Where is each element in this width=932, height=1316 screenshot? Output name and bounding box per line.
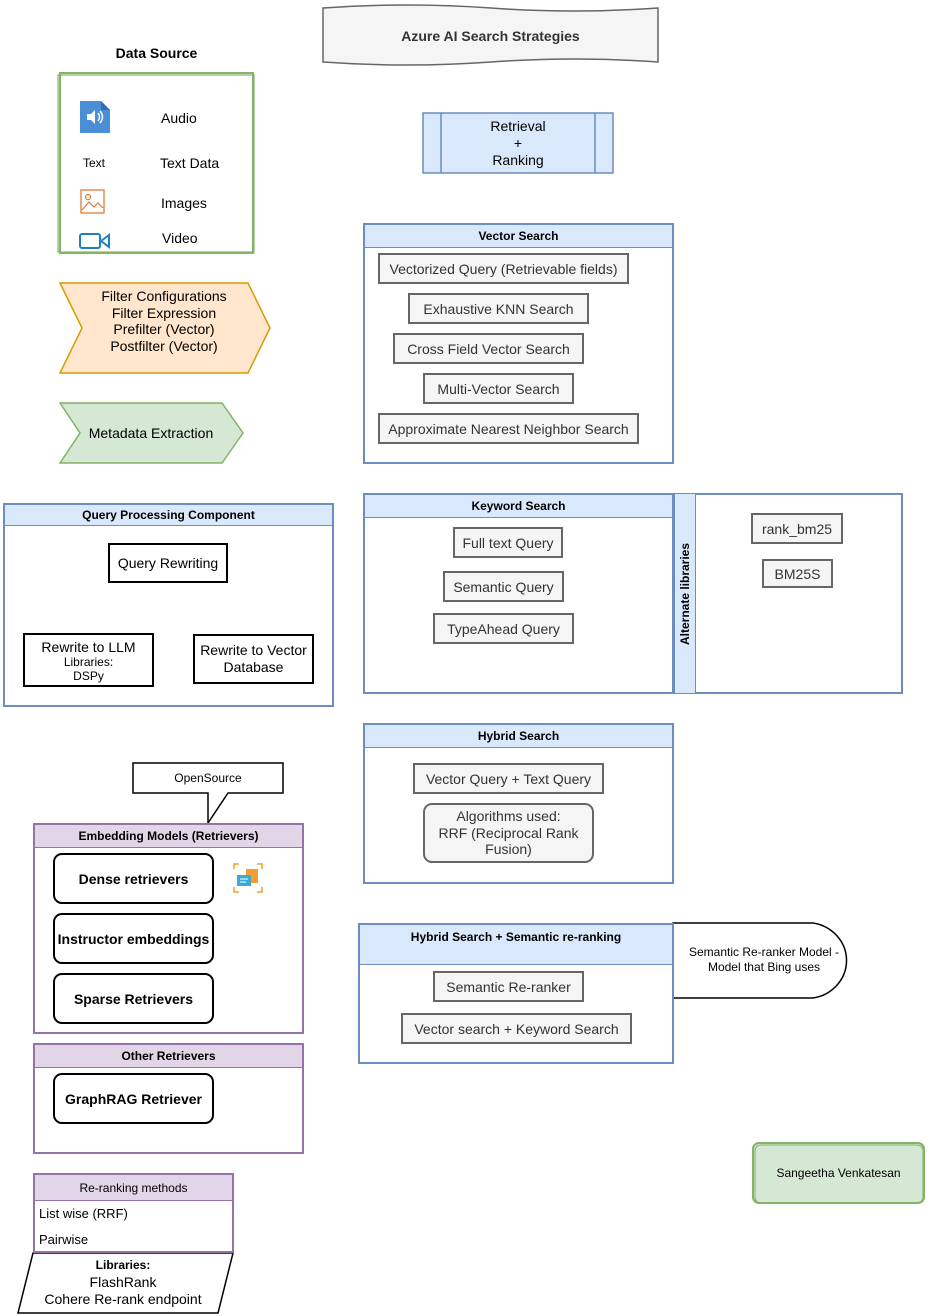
reranker-note: Semantic Re-ranker Model - Model that Bi… bbox=[679, 945, 849, 975]
reranker-note-line: Semantic Re-ranker Model - bbox=[688, 945, 840, 959]
semantic-reranker-box: Semantic Re-ranker bbox=[433, 971, 584, 1002]
hybrid-search-title: Hybrid Search bbox=[365, 725, 672, 748]
retrieval-line: + bbox=[513, 135, 523, 151]
graphrag-retriever-box: GraphRAG Retriever bbox=[53, 1073, 214, 1124]
title-banner-shape bbox=[322, 4, 659, 66]
opensource-callout: OpenSource bbox=[174, 771, 242, 785]
rewrite-vector-line: Database bbox=[223, 659, 284, 675]
image-icon bbox=[80, 189, 105, 214]
libraries-shape bbox=[17, 1252, 234, 1314]
retrieval-ranking: Retrieval + Ranking bbox=[441, 118, 595, 169]
instructor-embeddings-box: Instructor embeddings bbox=[53, 913, 214, 964]
vector-item: Vectorized Query (Retrievable fields) bbox=[378, 253, 629, 284]
data-source-label-images: Images bbox=[161, 195, 207, 211]
reranking-methods-title: Re-ranking methods bbox=[35, 1175, 232, 1201]
vector-keyword-box: Vector search + Keyword Search bbox=[401, 1013, 632, 1044]
retrieval-line: Retrieval bbox=[490, 118, 546, 134]
reranking-method-item: Pairwise bbox=[39, 1232, 89, 1247]
algo-line: Fusion) bbox=[485, 841, 532, 858]
keyword-item: Full text Query bbox=[453, 527, 563, 558]
query-processing-title: Query Processing Component bbox=[5, 505, 332, 526]
sparse-retrievers-box: Sparse Retrievers bbox=[53, 973, 214, 1024]
model-icon bbox=[233, 863, 263, 893]
vector-item: Cross Field Vector Search bbox=[393, 333, 584, 364]
rewrite-vector-db-box: Rewrite to Vector Database bbox=[193, 634, 314, 684]
keyword-item: Semantic Query bbox=[443, 571, 564, 602]
metadata-extraction: Metadata Extraction bbox=[88, 425, 214, 441]
data-source-label-video: Video bbox=[162, 230, 198, 246]
vector-item: Multi-Vector Search bbox=[423, 373, 574, 404]
alternate-libraries-band: Alternate libraries bbox=[674, 493, 696, 694]
libraries: Libraries: FlashRank Cohere Re-rank endp… bbox=[28, 1257, 218, 1308]
reranking-methods-panel: Re-ranking methods bbox=[33, 1173, 234, 1253]
data-source-heading: Data Source bbox=[115, 45, 198, 61]
data-source-box bbox=[59, 72, 254, 254]
query-rewriting-box: Query Rewriting bbox=[108, 543, 228, 583]
library-item: Cohere Re-rank endpoint bbox=[44, 1291, 202, 1307]
filter-line: Prefilter (Vector) bbox=[113, 321, 215, 337]
library-item: FlashRank bbox=[89, 1274, 157, 1290]
reranker-note-line: Model that Bing uses bbox=[707, 960, 821, 974]
keyword-item: TypeAhead Query bbox=[433, 613, 574, 644]
filter-line: Filter Expression bbox=[111, 304, 217, 321]
metadata-arrow-shape bbox=[58, 402, 244, 464]
rewrite-llm-dspy: DSPy bbox=[73, 669, 104, 683]
retrieval-box bbox=[422, 112, 614, 174]
vector-item: Approximate Nearest Neighbor Search bbox=[378, 413, 639, 444]
data-source-label-text: Text Data bbox=[160, 155, 220, 171]
dense-retrievers-box: Dense retrievers bbox=[53, 853, 214, 904]
algo-line: Algorithms used: bbox=[456, 808, 561, 825]
hybrid-query-box: Vector Query + Text Query bbox=[413, 763, 604, 794]
page-title: Azure AI Search Strategies bbox=[401, 28, 580, 44]
audio-file-icon bbox=[80, 101, 110, 133]
keyword-search-title: Keyword Search bbox=[365, 495, 672, 518]
alternate-libraries-panel bbox=[674, 493, 903, 694]
retrieval-line: Ranking bbox=[492, 152, 544, 168]
rewrite-llm-box: Rewrite to LLM Libraries: DSPy bbox=[23, 633, 154, 687]
video-icon bbox=[79, 232, 111, 250]
hybrid-algorithms-box: Algorithms used: RRF (Reciprocal Rank Fu… bbox=[423, 803, 594, 863]
other-retrievers-title: Other Retrievers bbox=[35, 1045, 302, 1068]
filter-line: Postfilter (Vector) bbox=[110, 337, 218, 354]
vector-item: Exhaustive KNN Search bbox=[408, 293, 589, 324]
embedding-models-title: Embedding Models (Retrievers) bbox=[35, 825, 302, 848]
rewrite-vector-line: Rewrite to Vector bbox=[200, 642, 307, 658]
rewrite-llm-libraries: Libraries: bbox=[63, 655, 114, 669]
algo-line: RRF (Reciprocal Rank bbox=[438, 824, 579, 841]
author-name: Sangeetha Venkatesan bbox=[776, 1166, 901, 1180]
semantic-reranking-title: Hybrid Search + Semantic re-ranking bbox=[360, 925, 672, 965]
data-source-label-audio: Audio bbox=[161, 110, 197, 126]
libraries-heading: Libraries: bbox=[95, 1258, 151, 1272]
filter-configurations: Filter Configurations Filter Expression … bbox=[70, 288, 258, 354]
reranking-method-item: List wise (RRF) bbox=[39, 1206, 128, 1221]
alt-library-item: rank_bm25 bbox=[751, 513, 843, 544]
rewrite-llm-title: Rewrite to LLM bbox=[41, 639, 136, 655]
text-icon: Text bbox=[83, 156, 106, 170]
alternate-libraries-label: Alternate libraries bbox=[678, 542, 692, 645]
filter-line: Filter Configurations bbox=[101, 288, 227, 304]
reranker-note-shape bbox=[672, 922, 848, 999]
vector-search-title: Vector Search bbox=[365, 225, 672, 248]
alt-library-item: BM25S bbox=[762, 559, 833, 588]
filter-arrow-shape bbox=[58, 282, 271, 374]
opensource-callout-shape bbox=[132, 762, 284, 826]
